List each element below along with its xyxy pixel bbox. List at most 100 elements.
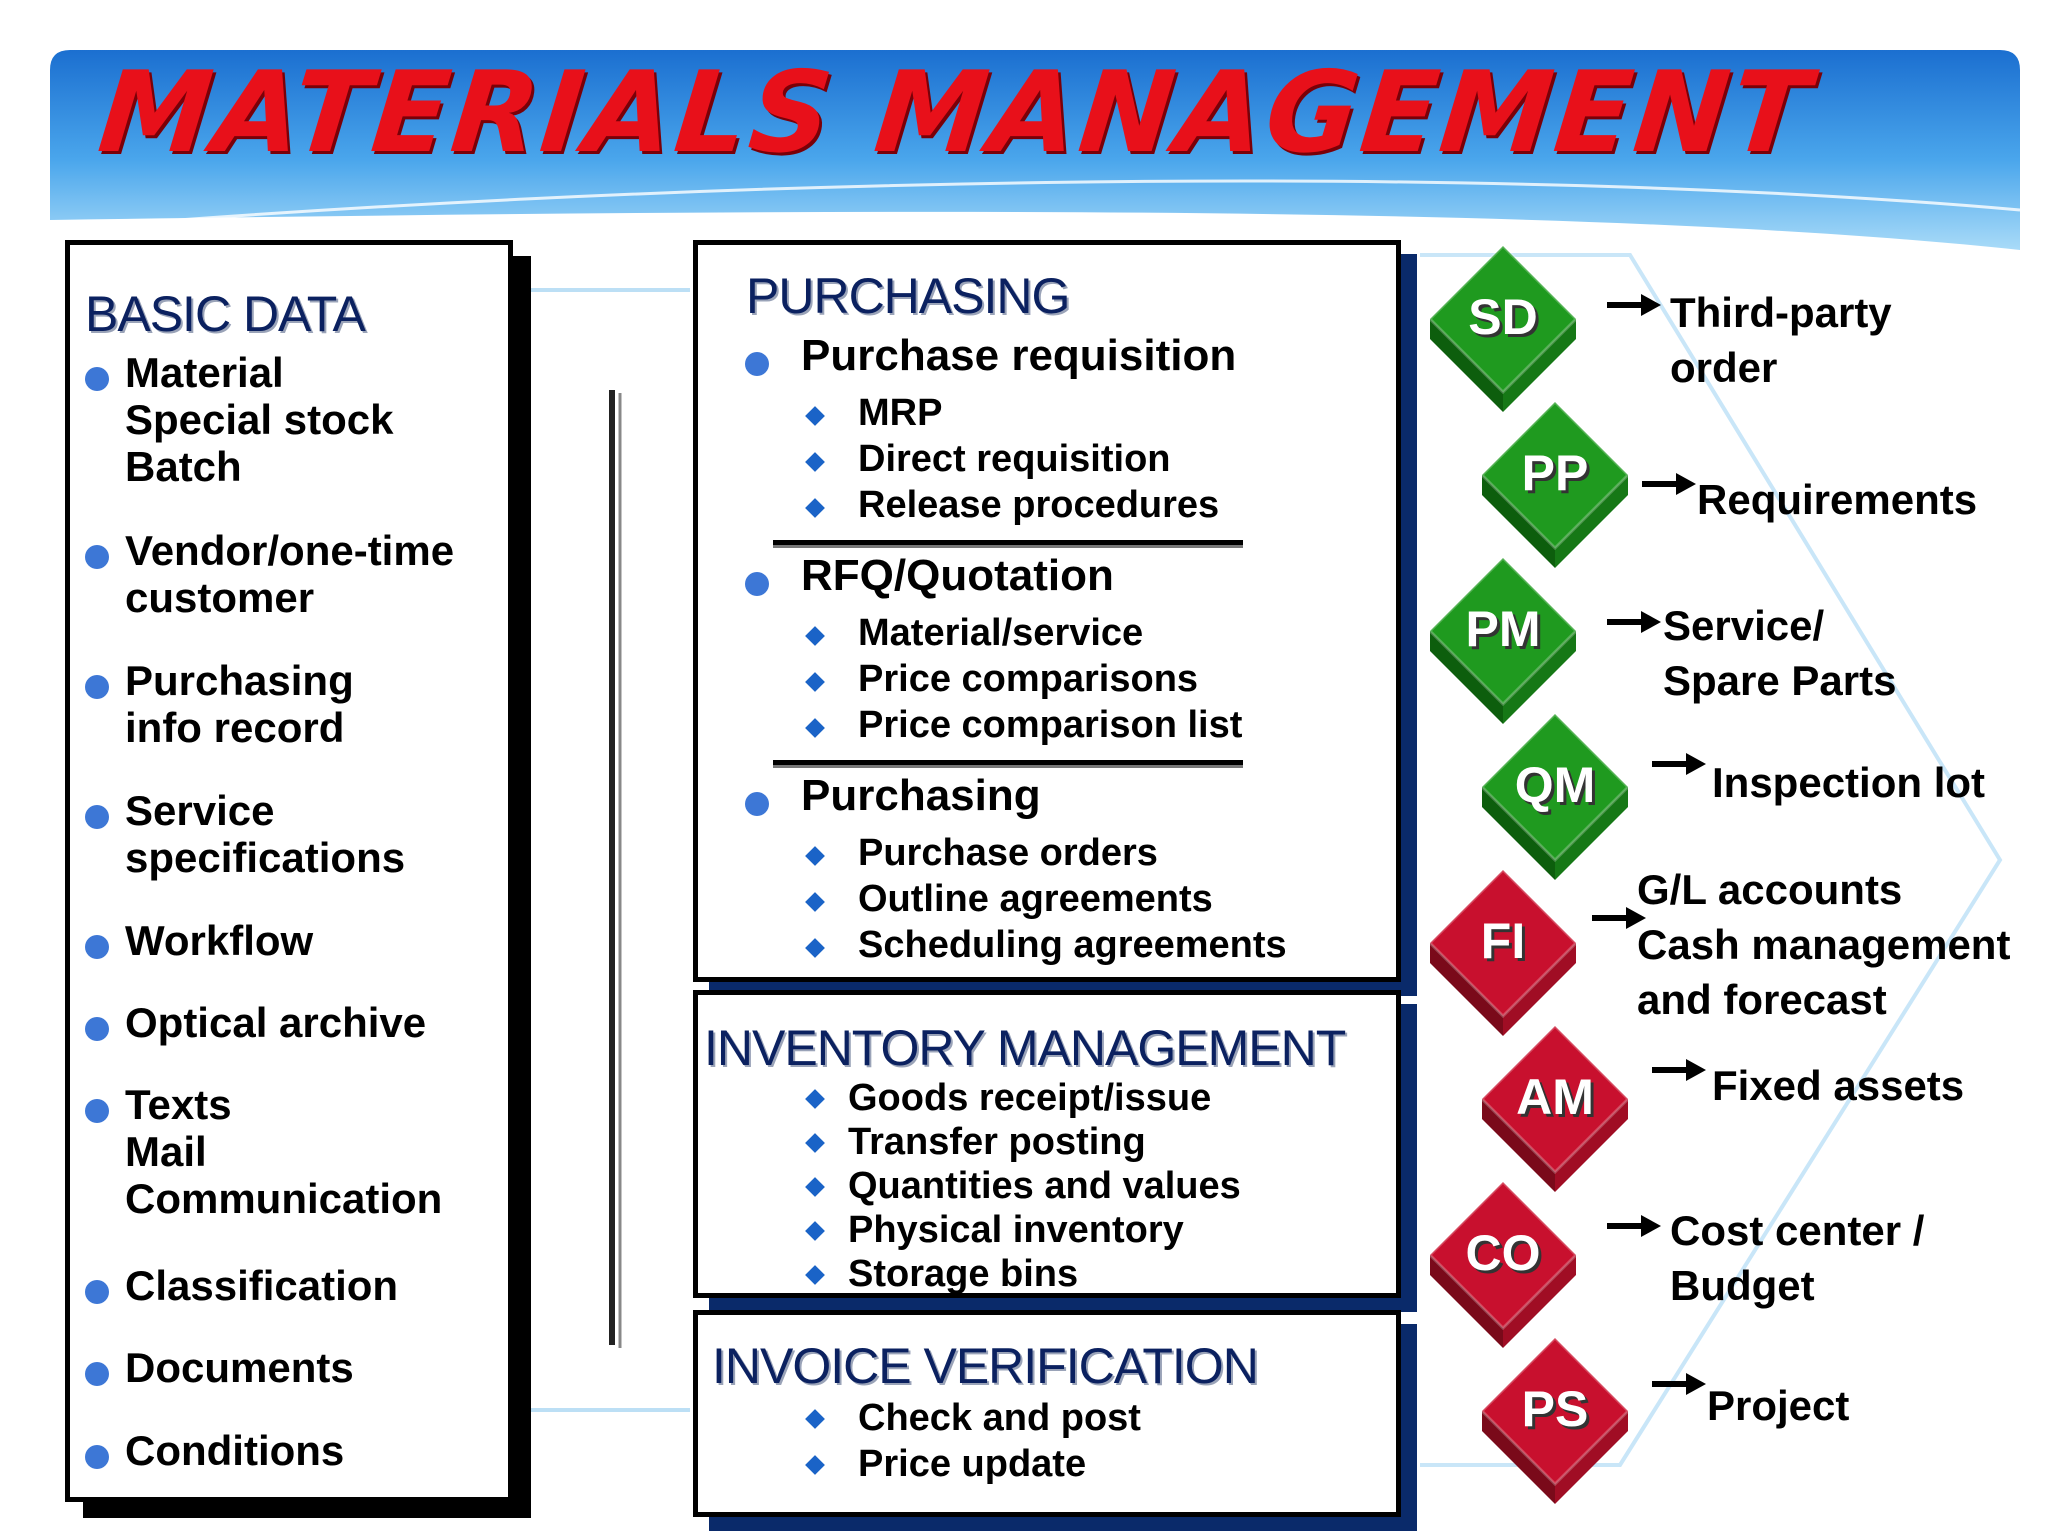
bullet-dot	[85, 675, 109, 699]
module-code: PS	[1521, 1381, 1589, 1437]
module-co-diamond: CO	[1428, 1172, 1588, 1352]
purchasing-sub-item: Direct requisition	[858, 438, 1171, 480]
module-sd-diamond: SD	[1428, 236, 1588, 416]
diamond-bullet-icon	[801, 448, 831, 478]
diamond-bullet-icon	[801, 842, 831, 872]
module-am-diamond: AM	[1480, 1016, 1640, 1196]
module-fi-diamond: FI	[1428, 860, 1588, 1040]
diamond-bullet-icon	[801, 1405, 831, 1435]
bullet-dot	[85, 1362, 109, 1386]
inventory-sub-item: Goods receipt/issue	[848, 1077, 1212, 1119]
bullet-dot	[745, 352, 769, 376]
inventory-panel: INVENTORY MANAGEMENT Goods receipt/issue…	[693, 990, 1401, 1298]
purchasing-sub-item: Price comparisons	[858, 658, 1199, 700]
arrow-right-icon	[1650, 1055, 1708, 1085]
basic-data-item: Documents	[125, 1344, 354, 1391]
basic-data-line: Texts	[125, 1081, 232, 1128]
diamond-bullet-icon	[801, 402, 831, 432]
module-description: Inspection lot	[1712, 755, 1985, 810]
inventory-sub-item: Storage bins	[848, 1253, 1079, 1295]
inventory-sub-item: Physical inventory	[848, 1209, 1184, 1251]
bullet-dot	[85, 805, 109, 829]
module-pp-diamond: PP	[1480, 392, 1640, 572]
diamond-bullet-icon	[801, 1173, 831, 1203]
basic-data-line: Workflow	[125, 917, 314, 964]
purchasing-sub-item: Purchase orders	[858, 832, 1158, 874]
module-code: QM	[1514, 757, 1596, 813]
diamond-bullet-icon	[801, 622, 831, 652]
module-ps-diamond: PS	[1480, 1328, 1640, 1508]
module-pm-diamond: PM	[1428, 548, 1588, 728]
header-banner	[50, 50, 2020, 262]
module-code: FI	[1480, 913, 1526, 969]
invoice-sub-item: Check and post	[858, 1397, 1141, 1439]
basic-data-line: Purchasing	[125, 657, 354, 704]
basic-data-heading: BASIC DATA	[85, 286, 366, 342]
purchasing-sub-item: Scheduling agreements	[858, 924, 1287, 966]
purchasing-heading: PURCHASING	[746, 268, 1070, 324]
diamond-bullet-icon	[801, 1085, 831, 1115]
module-code: CO	[1465, 1225, 1541, 1281]
module-description: Requirements	[1697, 472, 1977, 527]
basic-data-line: info record	[125, 704, 345, 751]
module-code: SD	[1468, 289, 1538, 345]
basic-data-item: Optical archive	[125, 999, 426, 1046]
diamond-bullet-icon	[801, 1451, 831, 1481]
module-code: PP	[1521, 445, 1589, 501]
bullet-dot	[85, 367, 109, 391]
diamond-bullet-icon	[801, 888, 831, 918]
module-description-line: Service/	[1663, 602, 1825, 649]
diamond-bullet-icon	[801, 668, 831, 698]
bullet-dot	[85, 1445, 109, 1469]
basic-data-line: Communication	[125, 1175, 443, 1222]
module-description: Project	[1707, 1378, 1849, 1433]
diamond-bullet-icon	[801, 1261, 831, 1291]
bullet-dot	[85, 545, 109, 569]
purchasing-sub-item: Release procedures	[858, 484, 1220, 526]
section-divider	[773, 540, 1243, 545]
section-divider	[773, 760, 1243, 765]
inventory-sub-item: Quantities and values	[848, 1165, 1241, 1207]
bullet-dot	[745, 792, 769, 816]
basic-data-line: Special stock	[125, 396, 394, 443]
diamond-bullet-icon	[801, 934, 831, 964]
basic-data-line: Mail	[125, 1128, 207, 1175]
basic-data-item: Workflow	[125, 917, 313, 964]
basic-data-line: Optical archive	[125, 999, 427, 1046]
module-description-line: Project	[1707, 1382, 1850, 1429]
invoice-sub-item: Price update	[858, 1443, 1087, 1485]
purchasing-sub-item: Outline agreements	[858, 878, 1213, 920]
purchasing-sub-item: Material/service	[858, 612, 1144, 654]
basic-data-line: Service	[125, 787, 275, 834]
inventory-sub-item: Transfer posting	[848, 1121, 1146, 1163]
module-description-line: order	[1670, 344, 1778, 391]
purchasing-sub-item: Price comparison list	[858, 704, 1243, 746]
module-description-line: Requirements	[1697, 476, 1978, 523]
purchasing-group-label: Purchasing	[801, 771, 1041, 820]
inventory-heading: INVENTORY MANAGEMENT	[704, 1020, 1346, 1076]
purchasing-group-label: RFQ/Quotation	[801, 551, 1114, 600]
module-description-line: Fixed assets	[1712, 1062, 1965, 1109]
module-description-line: Cost center /	[1670, 1207, 1925, 1254]
arrow-right-icon	[1605, 607, 1663, 637]
invoice-heading: INVOICE VERIFICATION	[712, 1338, 1259, 1394]
module-qm-diamond: QM	[1480, 704, 1640, 884]
arrow-right-icon	[1640, 469, 1698, 499]
basic-data-line: Classification	[125, 1262, 399, 1309]
bullet-dot	[745, 572, 769, 596]
diamond-bullet-icon	[801, 714, 831, 744]
basic-data-line: customer	[125, 574, 315, 621]
purchasing-sub-item: MRP	[858, 392, 943, 434]
basic-data-line: Batch	[125, 443, 242, 490]
arrow-right-icon	[1605, 290, 1663, 320]
module-description-line: and forecast	[1637, 976, 1887, 1023]
